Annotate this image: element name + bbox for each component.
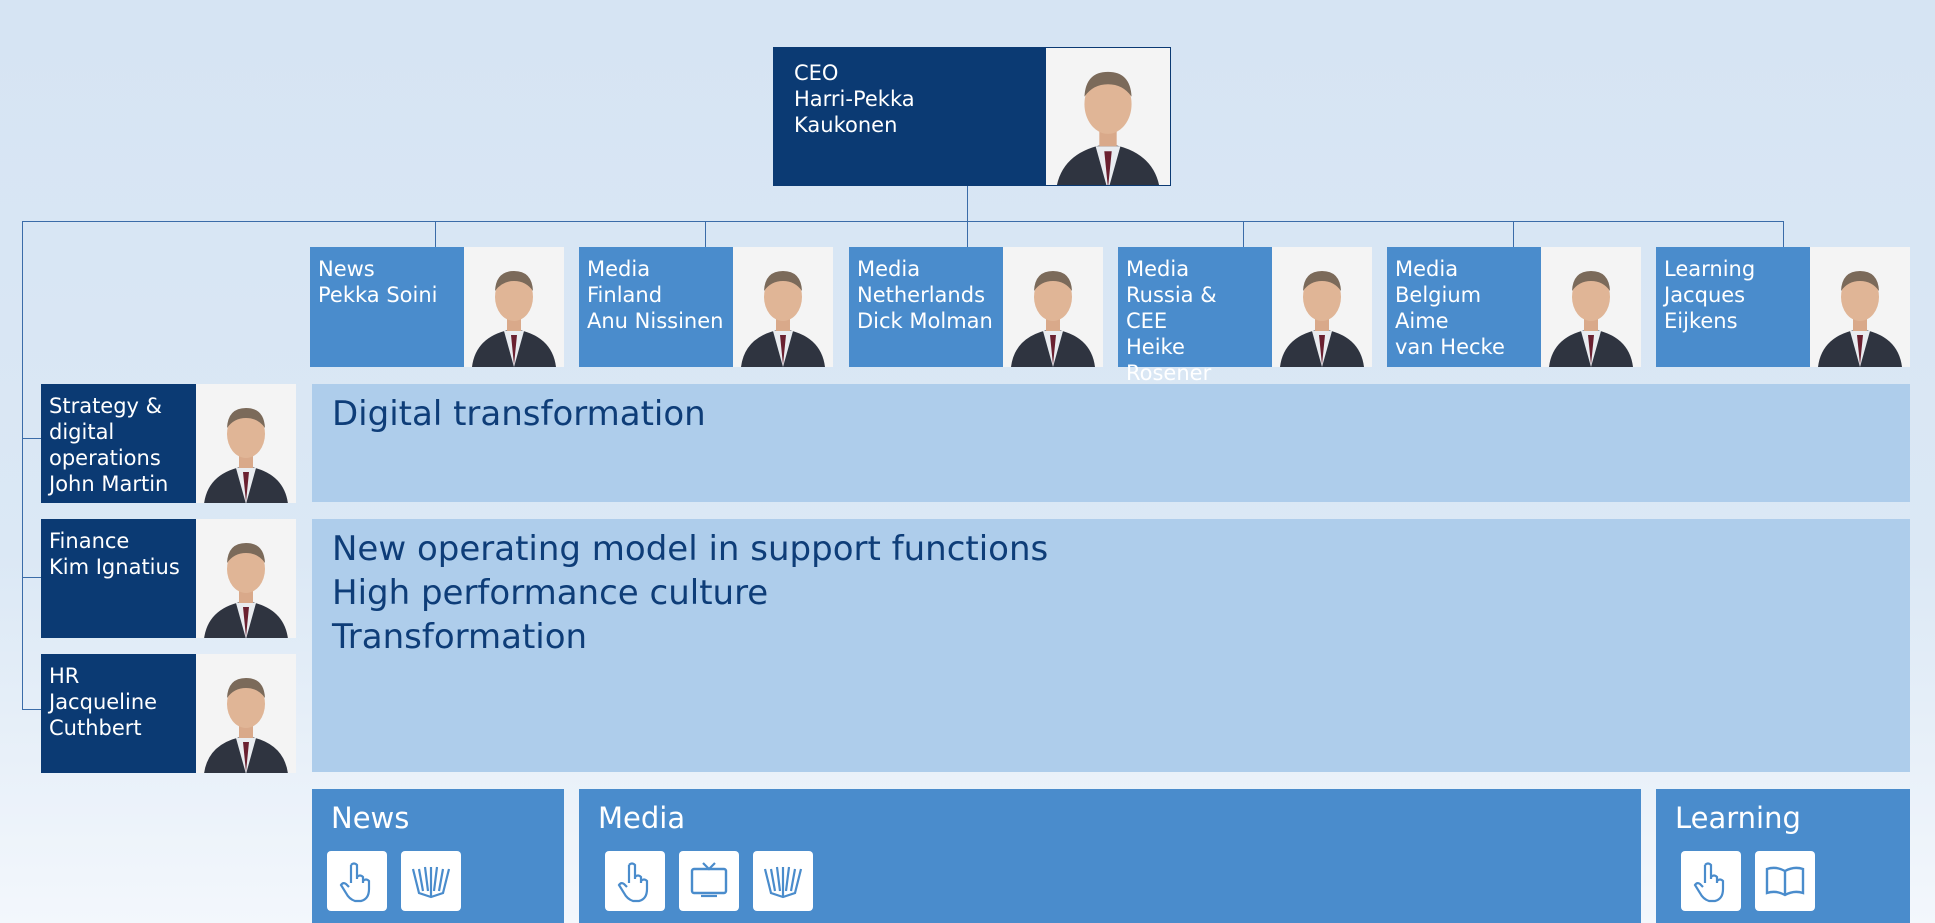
unit-photo-news bbox=[464, 247, 564, 367]
ceo-photo bbox=[1046, 48, 1170, 185]
unit-label-media-netherlands: Media Netherlands Dick Molman bbox=[857, 257, 993, 333]
support-label-finance: Finance Kim Ignatius bbox=[49, 529, 180, 579]
connector-hr bbox=[22, 709, 41, 710]
unit-card-media-finland: Media Finland Anu Nissinen bbox=[579, 247, 833, 367]
unit-card-media-belgium: Media Belgium Aime van Hecke bbox=[1387, 247, 1641, 367]
hand-pointer-icon bbox=[605, 851, 665, 911]
unit-label-media-belgium: Media Belgium Aime van Hecke bbox=[1395, 257, 1505, 359]
segment-news-title: News bbox=[331, 801, 410, 835]
ceo-label: CEO Harri-Pekka Kaukonen bbox=[794, 61, 915, 137]
support-photo-finance bbox=[196, 519, 296, 638]
digital-transformation-panel: Digital transformation bbox=[312, 384, 1910, 502]
unit-photo-media-finland bbox=[733, 247, 833, 367]
connector-strategy bbox=[22, 438, 41, 439]
unit-label-news: News Pekka Soini bbox=[318, 257, 438, 307]
support-panel-line-2: High performance culture bbox=[332, 573, 769, 613]
connector-media-belgium bbox=[1513, 221, 1514, 247]
book-icon bbox=[401, 851, 461, 911]
segment-learning-title: Learning bbox=[1675, 801, 1801, 835]
digital-transformation-title: Digital transformation bbox=[332, 394, 706, 434]
left-vertical-connector-line bbox=[22, 221, 23, 710]
support-card-finance: Finance Kim Ignatius bbox=[41, 519, 296, 638]
segment-news: News bbox=[312, 789, 564, 923]
connector-media-finland bbox=[705, 221, 706, 247]
segment-media-title: Media bbox=[598, 801, 686, 835]
support-card-hr: HR Jacqueline Cuthbert bbox=[41, 654, 296, 773]
segment-media: Media bbox=[579, 789, 1641, 923]
horizontal-connector-line bbox=[22, 221, 1784, 222]
support-functions-panel: New operating model in support functions… bbox=[312, 519, 1910, 772]
support-label-strategy: Strategy & digital operations John Marti… bbox=[49, 394, 169, 496]
unit-label-media-finland: Media Finland Anu Nissinen bbox=[587, 257, 724, 333]
ceo-card: CEO Harri-Pekka Kaukonen bbox=[773, 47, 1171, 186]
connector-media-russia bbox=[1243, 221, 1244, 247]
segment-learning: Learning bbox=[1656, 789, 1910, 923]
support-photo-hr bbox=[196, 654, 296, 773]
book-icon bbox=[753, 851, 813, 911]
open-book-icon bbox=[1755, 851, 1815, 911]
support-photo-strategy bbox=[196, 384, 296, 503]
connector-learning bbox=[1783, 221, 1784, 247]
hand-pointer-icon bbox=[327, 851, 387, 911]
unit-card-media-netherlands: Media Netherlands Dick Molman bbox=[849, 247, 1103, 367]
support-panel-line-1: New operating model in support functions bbox=[332, 529, 1049, 569]
connector-media-netherlands bbox=[967, 221, 968, 247]
unit-card-learning: Learning Jacques Eijkens bbox=[1656, 247, 1910, 367]
unit-photo-media-russia bbox=[1272, 247, 1372, 367]
support-label-hr: HR Jacqueline Cuthbert bbox=[49, 664, 158, 740]
unit-card-news: News Pekka Soini bbox=[310, 247, 564, 367]
hand-pointer-icon bbox=[1681, 851, 1741, 911]
ceo-connector-line bbox=[967, 184, 968, 222]
unit-photo-media-netherlands bbox=[1003, 247, 1103, 367]
unit-photo-media-belgium bbox=[1541, 247, 1641, 367]
unit-label-learning: Learning Jacques Eijkens bbox=[1664, 257, 1756, 333]
unit-photo-learning bbox=[1810, 247, 1910, 367]
support-panel-line-3: Transformation bbox=[332, 617, 588, 657]
unit-card-media-russia: Media Russia & CEE Heike Rosener bbox=[1118, 247, 1372, 385]
connector-finance bbox=[22, 577, 41, 578]
tv-icon bbox=[679, 851, 739, 911]
unit-label-media-russia: Media Russia & CEE Heike Rosener bbox=[1126, 257, 1217, 385]
support-card-strategy: Strategy & digital operations John Marti… bbox=[41, 384, 296, 503]
connector-news bbox=[435, 221, 436, 247]
